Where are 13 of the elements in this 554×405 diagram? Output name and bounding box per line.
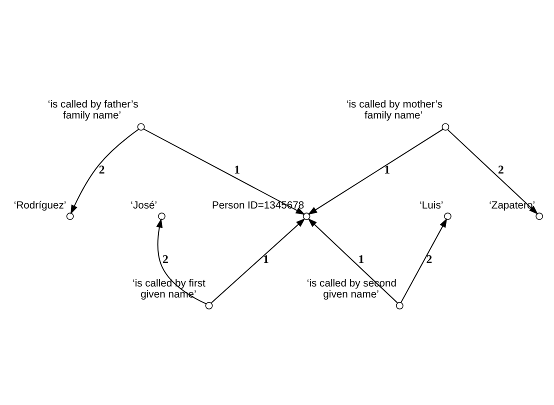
edge-label: 1 (358, 252, 364, 266)
node-label: ‘Luis’ (420, 200, 444, 211)
node-label: ‘José’ (130, 200, 158, 211)
edge-label: 1 (262, 252, 269, 266)
node-label: ‘Rodríguez’ (14, 200, 66, 211)
node-label: ‘is called by mother’s family name’ (346, 98, 443, 122)
edge-label: 1 (384, 162, 390, 176)
edge-label: 1 (234, 162, 240, 176)
edge-label: 2 (498, 162, 504, 176)
edge-label: 2 (98, 162, 105, 176)
edge-label: 2 (162, 252, 168, 266)
node-label: ‘is called by father’s family name’ (48, 98, 138, 122)
edge-label: 2 (426, 252, 432, 266)
